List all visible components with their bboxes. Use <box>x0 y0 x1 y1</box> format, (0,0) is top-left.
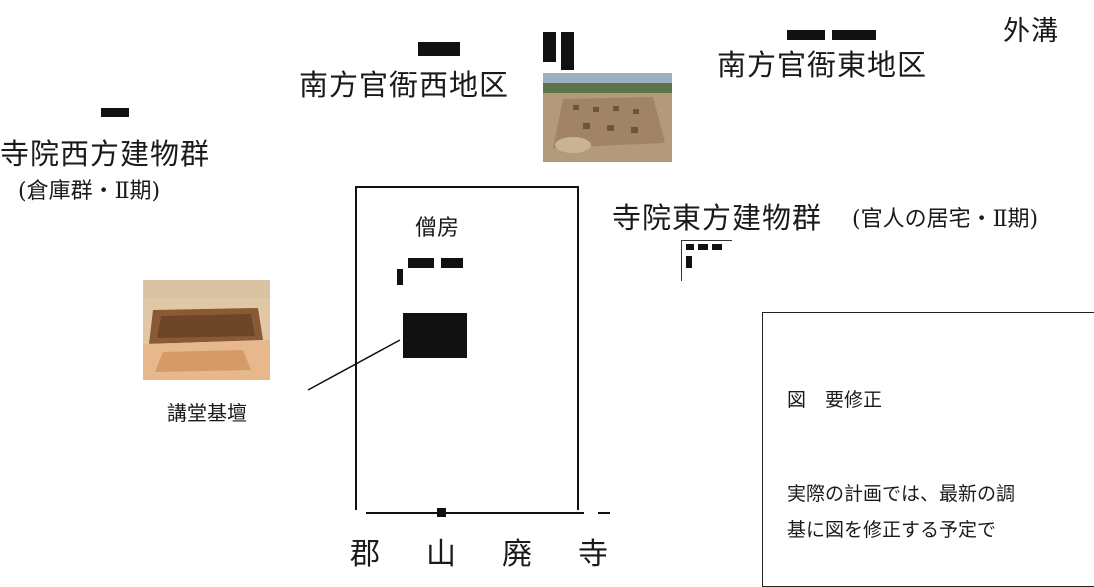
temple-name-char: 山 <box>426 537 457 572</box>
building-block <box>832 30 876 40</box>
label-jiin-nishi-sub: (倉庫群・Ⅱ期) <box>18 179 161 204</box>
temple-name-char: 廃 <box>502 537 533 572</box>
label-gaiko: 外溝 <box>1003 16 1059 47</box>
excavation-site-photo <box>543 73 672 162</box>
building-block <box>787 30 825 40</box>
building-block <box>543 32 556 62</box>
temple-enclosure <box>355 186 579 510</box>
building-block <box>561 32 574 70</box>
lecture-hall-platform-photo <box>143 280 270 380</box>
revision-note-box: 図 要修正 実際の計画では、最新の調 基に図を修正する予定で <box>762 312 1094 587</box>
east-building <box>698 244 708 250</box>
south-gate <box>437 508 446 517</box>
koudou-platform <box>403 313 467 358</box>
note-line: 実際の計画では、最新の調 <box>787 483 1016 505</box>
boundary-dash <box>598 512 610 514</box>
building-block <box>418 42 460 56</box>
note-line: 基に図を修正する予定で <box>787 519 997 541</box>
note-title: 図 要修正 <box>787 389 883 411</box>
east-building <box>686 256 692 268</box>
soubou-building <box>441 258 463 268</box>
label-koudou-kidan: 講堂基壇 <box>167 401 247 425</box>
southern-boundary-line <box>366 512 584 514</box>
label-nanpo-higashi: 南方官衙東地区 <box>717 48 928 82</box>
temple-name-char: 寺 <box>578 537 609 572</box>
east-building-frame <box>681 240 732 281</box>
label-jiin-higashi: 寺院東方建物群 <box>612 201 823 235</box>
east-building <box>686 244 694 250</box>
soubou-building <box>408 258 434 268</box>
building-block <box>101 108 129 117</box>
soubou-building <box>397 269 403 285</box>
label-soubou: 僧房 <box>415 216 460 241</box>
label-nanpo-nishi: 南方官衙西地区 <box>299 68 510 102</box>
leader-line <box>307 339 401 391</box>
temple-name-char: 郡 <box>350 537 381 572</box>
label-jiin-higashi-sub: (官人の居宅・Ⅱ期) <box>852 207 1039 232</box>
label-jiin-nishi: 寺院西方建物群 <box>0 137 211 171</box>
east-building <box>712 244 722 250</box>
